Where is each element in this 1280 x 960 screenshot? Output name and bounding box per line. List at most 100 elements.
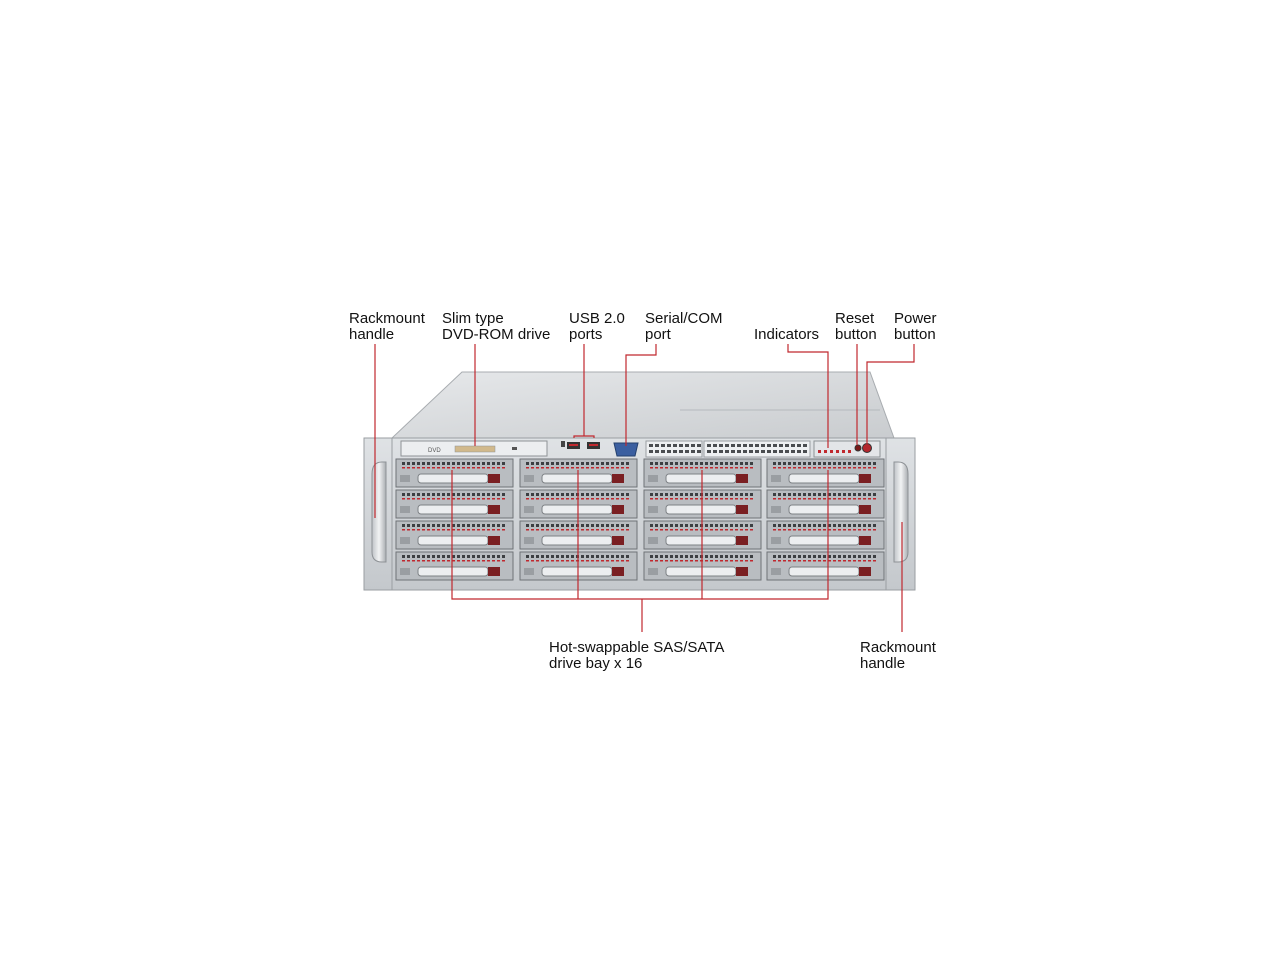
tray-stripe [561,498,564,500]
drive-tray-latch-icon[interactable] [612,505,624,514]
tray-vent [611,524,614,527]
drive-tray-latch-icon[interactable] [488,505,500,514]
tray-stripe [680,467,683,469]
drive-tray-latch-icon[interactable] [736,474,748,483]
drive-tray-latch-icon[interactable] [736,536,748,545]
drive-tray-handle[interactable] [665,473,737,484]
tray-vent [730,555,733,558]
drive-tray-handle[interactable] [788,473,860,484]
drive-tray-latch-icon[interactable] [859,474,871,483]
tray-stripe [823,467,826,469]
tray-vent [412,462,415,465]
tray-stripe [487,498,490,500]
drive-tray-latch-icon[interactable] [612,567,624,576]
drive-tray-handle[interactable] [541,473,613,484]
drive-bay[interactable] [766,551,885,581]
drive-tray-handle[interactable] [788,535,860,546]
tray-vent [546,524,549,527]
tray-vent [556,493,559,496]
drive-tray-handle[interactable] [417,473,489,484]
tray-stripe [730,529,733,531]
tray-vent [591,555,594,558]
drive-tray-latch-icon[interactable] [488,567,500,576]
drive-tray-grip [648,506,658,513]
tray-stripe [482,467,485,469]
drive-bay[interactable] [395,551,514,581]
drive-tray-handle[interactable] [417,535,489,546]
drive-tray-handle[interactable] [665,535,737,546]
drive-tray-latch-icon[interactable] [488,536,500,545]
drive-bay[interactable] [766,458,885,488]
tray-vent [863,462,866,465]
tray-stripe [803,529,806,531]
tray-vent [497,493,500,496]
drive-tray-latch-icon[interactable] [736,505,748,514]
tray-vent [778,555,781,558]
tray-stripe [863,498,866,500]
tray-vent [803,462,806,465]
drive-tray-handle[interactable] [665,566,737,577]
drive-tray-latch-icon[interactable] [736,567,748,576]
tray-vent [813,555,816,558]
tray-stripe [710,467,713,469]
tray-vent [526,462,529,465]
vent-panel [645,440,703,458]
tray-stripe [818,467,821,469]
tray-stripe [462,560,465,562]
tray-stripe [778,529,781,531]
drive-tray-latch-icon[interactable] [859,567,871,576]
vent-slot [731,450,735,453]
tray-stripe [621,560,624,562]
label-reset-button: Reset button [835,311,877,343]
tray-vent [497,462,500,465]
tray-vent [402,462,405,465]
drive-bay[interactable] [395,489,514,519]
drive-bay[interactable] [766,489,885,519]
tray-stripe [783,560,786,562]
drive-tray-handle[interactable] [417,566,489,577]
tray-stripe [541,498,544,500]
drive-tray-latch-icon[interactable] [612,536,624,545]
drive-tray-handle[interactable] [788,504,860,515]
tray-vent [750,462,753,465]
vent-slot [737,444,741,447]
drive-tray-handle[interactable] [417,504,489,515]
tray-stripe [655,498,658,500]
drive-tray-handle[interactable] [788,566,860,577]
drive-bay[interactable] [395,458,514,488]
tray-stripe [502,498,505,500]
tray-vent [773,555,776,558]
drive-bay[interactable] [395,520,514,550]
drive-tray-handle[interactable] [541,535,613,546]
tray-vent [457,524,460,527]
drive-tray-latch-icon[interactable] [859,505,871,514]
tray-vent [798,493,801,496]
drive-tray-handle[interactable] [541,504,613,515]
tray-vent [833,493,836,496]
drive-tray-handle[interactable] [665,504,737,515]
vent-slot [791,450,795,453]
tray-stripe [690,498,693,500]
tray-stripe [402,467,405,469]
tray-vent [720,462,723,465]
tray-vent [442,555,445,558]
tray-vent [561,462,564,465]
drive-bay[interactable] [766,520,885,550]
drive-bay[interactable] [519,551,638,581]
tray-vent [442,462,445,465]
drive-tray-latch-icon[interactable] [612,474,624,483]
drive-tray-latch-icon[interactable] [859,536,871,545]
tray-stripe [685,529,688,531]
tray-stripe [492,498,495,500]
tray-vent [813,462,816,465]
tray-vent [700,462,703,465]
tray-stripe [402,498,405,500]
tray-vent [581,555,584,558]
tray-vent [695,555,698,558]
tray-stripe [868,498,871,500]
drive-tray-latch-icon[interactable] [488,474,500,483]
tray-stripe [432,560,435,562]
tray-stripe [616,560,619,562]
tray-vent [472,493,475,496]
drive-tray-handle[interactable] [541,566,613,577]
